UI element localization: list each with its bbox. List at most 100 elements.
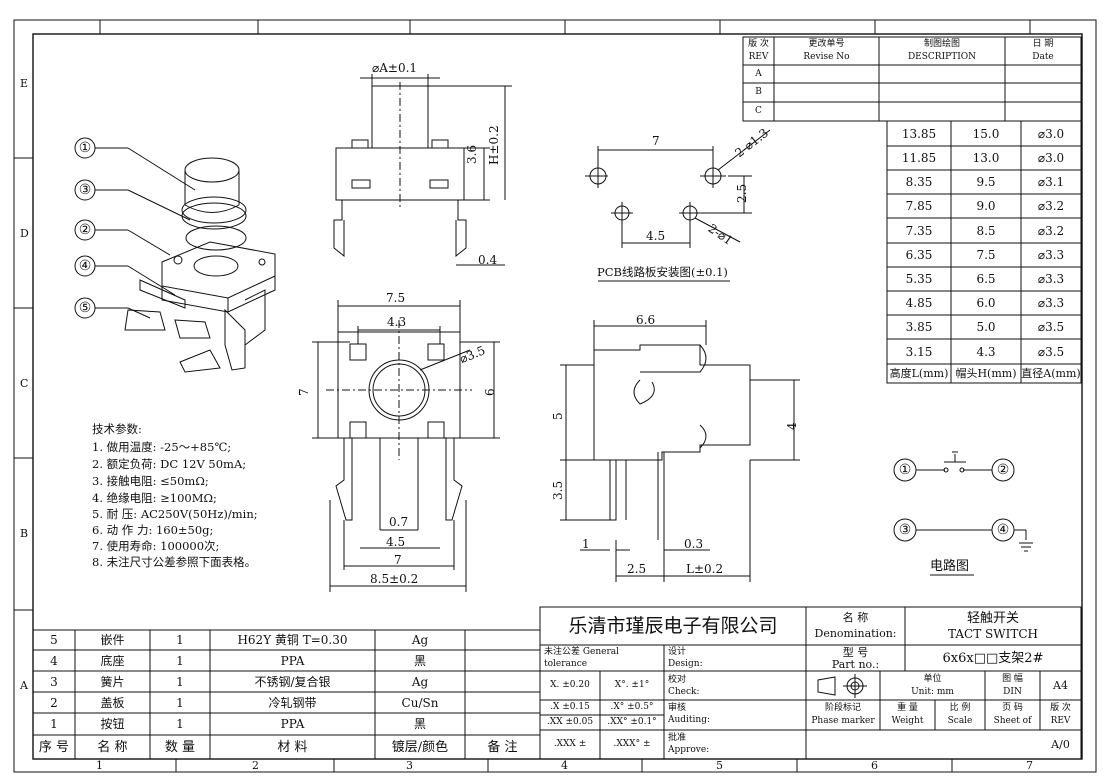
model-en: Part no.:: [831, 658, 880, 671]
bom-cell: 5: [50, 633, 58, 647]
top-dim-7b: 7: [394, 553, 402, 567]
tech-title: 技术参数:: [92, 422, 142, 436]
bom-header-name: 名 称: [97, 739, 128, 755]
scale-en: Scale: [947, 716, 973, 726]
tech-item-7: 7. 使用寿命: 100000次;: [92, 539, 220, 553]
front-view-drawing: [333, 74, 512, 266]
tol-linear-3: .XX ±0.05: [546, 717, 594, 727]
dim-table-cell: 13.85: [901, 126, 937, 141]
zone-col-5: 5: [716, 759, 723, 772]
dim-table-cell: 9.5: [976, 175, 996, 189]
paper-value: A4: [1053, 679, 1068, 692]
tech-item-5: 5. 耐 压: AC250V(50Hz)/min;: [92, 507, 258, 521]
bom-cell: Cu/Sn: [401, 695, 439, 710]
product-name-cn: 轻触开关: [966, 610, 1019, 626]
pcb-dim-7: 7: [652, 134, 660, 148]
dim-table-cell: 4.3: [976, 344, 996, 359]
zone-row-c: C: [20, 377, 29, 390]
zone-col-6: 6: [871, 759, 878, 772]
dim-table-cell: 7.5: [976, 248, 996, 262]
rev-header-date-cn: 日 期: [1032, 38, 1054, 49]
dim-table-cell: ⌀3.3: [1037, 296, 1065, 310]
zone-col-3: 3: [406, 759, 413, 772]
rev-row-a: A: [755, 68, 762, 79]
top-dim-75: 7.5: [386, 291, 406, 305]
dim-table-cell: 6.35: [905, 248, 933, 262]
bom-cell: 按钮: [100, 717, 125, 731]
zone-col-2: 2: [252, 759, 259, 772]
tol-linear-2: .X ±0.15: [550, 702, 590, 712]
weight-en: Weight: [891, 716, 924, 726]
front-dim-36: 3.6: [465, 144, 479, 164]
dim-table-cell: ⌀3.0: [1037, 126, 1065, 141]
dim-table-cell: 6.5: [976, 272, 996, 286]
bom-cell: 冷轧钢带: [268, 695, 317, 710]
bom-cell: 1: [176, 633, 184, 647]
unit-cn: 单位: [923, 674, 942, 684]
dim-header-height: 高度L(mm): [889, 367, 949, 380]
callout-1: ①: [78, 140, 92, 156]
bom-cell: [465, 692, 540, 713]
dim-table-cell: 8.5: [976, 223, 996, 238]
tol-angle-3: .XX° ±0.1°: [607, 717, 657, 727]
isometric-switch-drawing: [124, 157, 276, 373]
bom-cell: [465, 671, 540, 692]
audit-en: Auditing:: [668, 715, 711, 725]
circuit-node-1: ①: [898, 462, 912, 478]
bom-cell: PPA: [280, 653, 305, 668]
bom-header-plating: 镀层/颜色: [391, 739, 449, 755]
check-cn: 校对: [668, 675, 687, 685]
dim-header-cap: 帽头H(mm): [955, 367, 1017, 380]
tolerance-en: tolerance: [544, 659, 588, 669]
bom-cell: [465, 650, 540, 671]
bom-cell: 不锈钢/复合银: [254, 674, 331, 689]
rev-row-c: C: [755, 106, 762, 116]
bom-cell: 3: [50, 674, 58, 689]
dim-table-cell: 9.0: [976, 199, 996, 213]
pcb-layout-drawing: [585, 129, 771, 282]
dim-table-cell: ⌀3.5: [1037, 320, 1065, 334]
top-dim-85: 8.5±0.2: [370, 572, 419, 586]
side-dim-1: 1: [582, 537, 590, 551]
bom-cell: 盖板: [100, 695, 125, 710]
bom-cell: 底座: [100, 653, 125, 668]
zone-col-7: 7: [1026, 759, 1033, 772]
design-en: Design:: [668, 659, 703, 669]
tol-linear-1: X. ±0.20: [550, 680, 590, 690]
dim-table-cell: ⌀3.3: [1037, 272, 1065, 286]
tol-angle-1: X°. ±1°: [614, 680, 650, 690]
side-dim-35: 3.5: [551, 480, 565, 500]
dim-table-cell: 7.35: [905, 223, 933, 238]
rev-en: REV: [1050, 716, 1071, 726]
circuit-diagram-drawing: [893, 451, 1033, 576]
dim-table-cell: ⌀3.2: [1037, 223, 1065, 238]
bom-cell: H62Y 黄铜 T=0.30: [237, 633, 348, 647]
zone-col-4: 4: [561, 759, 568, 772]
bom-cell: Ag: [411, 633, 429, 647]
tech-item-3: 3. 接触电阻: ≤50mΩ;: [92, 474, 209, 488]
rev-header-desc-cn: 制图绘图: [923, 38, 960, 49]
sheet-cn: 页 码: [1002, 703, 1023, 713]
top-view-drawing: [312, 300, 500, 592]
design-cn: 设计: [668, 647, 687, 657]
pcb-dim-25: 2.5: [735, 183, 749, 203]
unit-en: Unit: mm: [911, 687, 954, 697]
bom-cell: 嵌件: [100, 633, 125, 647]
bom-cell: 簧片: [100, 674, 125, 689]
side-dim-l: L±0.2: [686, 562, 724, 576]
side-dim-03: 0.3: [684, 537, 704, 551]
circuit-node-2: ②: [996, 462, 1010, 478]
denom-cn: 名 称: [842, 610, 869, 624]
callout-5: ⑤: [78, 300, 92, 316]
dim-table-cell: ⌀3.1: [1037, 175, 1065, 189]
dim-table-cell: ⌀3.0: [1037, 151, 1065, 165]
top-dim-07: 0.7: [389, 515, 409, 529]
paper-en: DIN: [1003, 687, 1022, 697]
tech-item-2: 2. 额定负荷: DC 12V 50mA;: [92, 457, 247, 471]
tech-item-6: 6. 动 作 力: 160±50g;: [92, 523, 214, 537]
callout-4: ④: [78, 258, 92, 274]
dim-table-cell: 4.85: [905, 296, 933, 310]
dim-table-cell: 15.0: [972, 126, 1000, 141]
rev-header-no-cn: 更改单号: [808, 38, 845, 49]
zone-row-e: E: [20, 77, 29, 90]
